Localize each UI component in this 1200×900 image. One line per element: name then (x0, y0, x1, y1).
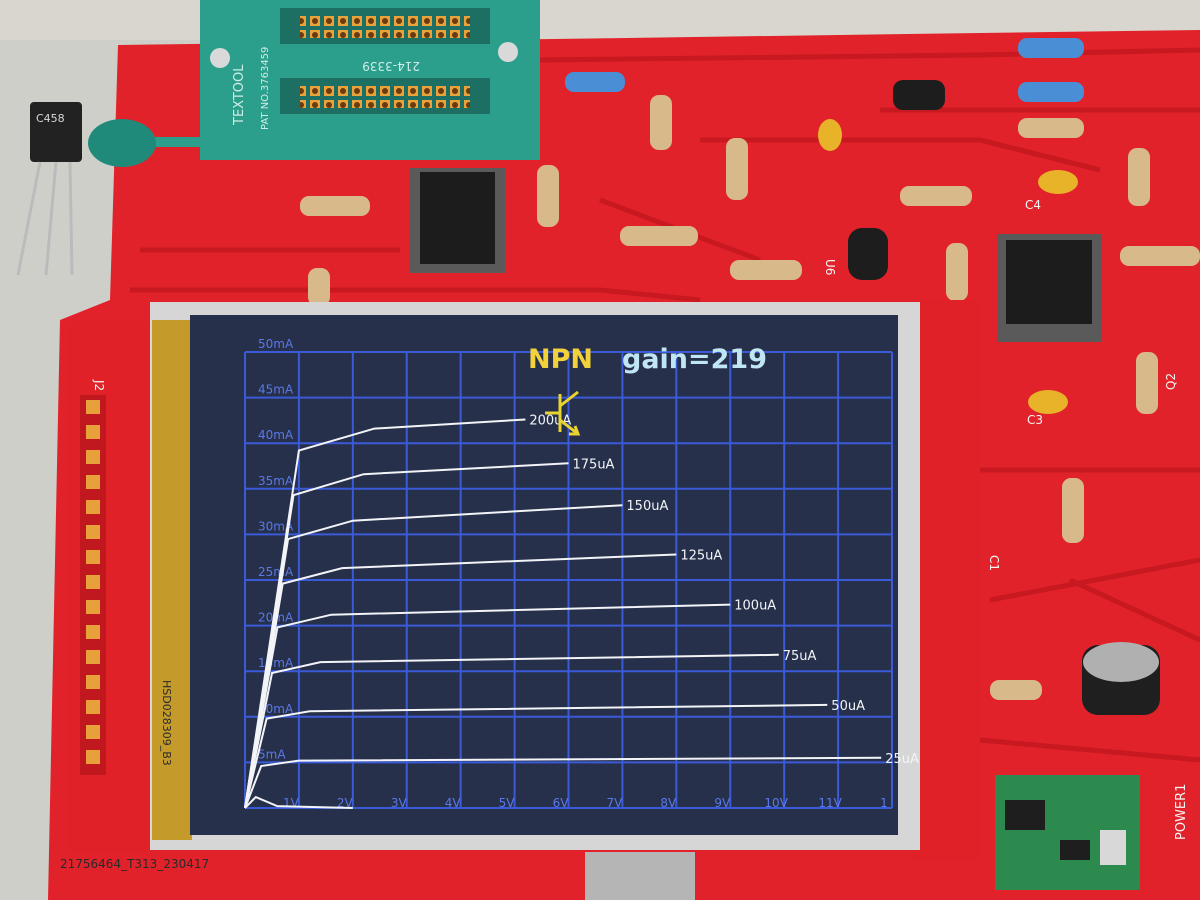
y-tick-label: 40mA (258, 428, 294, 442)
curve-label: 75uA (783, 649, 817, 664)
chart-title-gain: gain=219 (622, 344, 767, 375)
label-power: POWER1 (1174, 784, 1189, 840)
label-j2: J2 (92, 379, 106, 391)
x-tick-label: 9V (714, 796, 731, 810)
curve-baseline (244, 795, 353, 809)
chart-title-type: NPN (528, 344, 593, 375)
socket-model: 214-3339 (362, 59, 420, 73)
chart-curve-labels: 25uA 50uA 75uA 100uA 125uA 150uA 175uA 200uA (529, 413, 919, 766)
y-tick-label: 30mA (258, 519, 294, 533)
y-tick-label: 5mA (258, 747, 286, 761)
usb-connector (585, 852, 695, 900)
label-c3: C3 (1027, 413, 1043, 427)
x-tick-label: 10V (764, 796, 788, 810)
x-tick-label: 1 (880, 796, 888, 810)
power-module (995, 775, 1140, 890)
label-q2: Q2 (1164, 373, 1178, 390)
resistors (300, 38, 1200, 700)
x-tick-label: 1V (283, 796, 300, 810)
curve-75uA (244, 653, 779, 809)
socket-brand: TEXTOOL (232, 64, 247, 126)
pcb-traces (130, 47, 1200, 763)
x-tick-label: 3V (391, 796, 408, 810)
lcd-flex (152, 320, 192, 840)
chart-curves (244, 418, 882, 809)
curve-label: 150uA (626, 499, 668, 514)
x-tick-label: 2V (337, 796, 354, 810)
x-tick-label: 11V (818, 796, 842, 810)
label-c1: C1 (987, 555, 1001, 571)
transistor-marking: C458 (36, 112, 65, 125)
curve-100uA (244, 603, 731, 809)
curve-label: 125uA (680, 548, 722, 563)
y-tick-label: 15mA (258, 656, 294, 670)
curve-label: 25uA (885, 752, 919, 767)
curve-label: 175uA (573, 457, 615, 472)
x-tick-label: 6V (553, 796, 570, 810)
y-tick-label: 50mA (258, 337, 294, 351)
socket-patent: PAT NO.3763459 (260, 47, 271, 130)
curve-label: 200uA (529, 413, 571, 428)
y-tick-label: 25mA (258, 565, 294, 579)
x-tick-label: 7V (606, 796, 623, 810)
x-tick-label: 5V (499, 796, 516, 810)
curve-label: 50uA (831, 699, 865, 714)
y-tick-label: 45mA (258, 383, 294, 397)
ic-chips (410, 80, 1102, 342)
x-tick-label: 8V (660, 796, 677, 810)
y-tick-label: 10mA (258, 702, 294, 716)
npn-transistor-symbol-icon (545, 390, 581, 436)
display-model: HSD028309_B3 (160, 680, 173, 766)
curve-25uA (244, 756, 882, 809)
capacitors (818, 119, 1160, 715)
x-tick-label: 4V (445, 796, 462, 810)
pcb-code: 21756464_T313_230417 (60, 857, 209, 871)
curve-50uA (244, 703, 828, 809)
curve-200uA (244, 418, 526, 809)
y-tick-label: 35mA (258, 474, 294, 488)
lcd-screen (190, 315, 898, 835)
zif-socket (88, 0, 540, 167)
label-u6: U6 (823, 259, 837, 275)
curve-label: 100uA (734, 599, 776, 614)
loose-transistor (16, 102, 82, 276)
label-c4: C4 (1025, 198, 1041, 212)
